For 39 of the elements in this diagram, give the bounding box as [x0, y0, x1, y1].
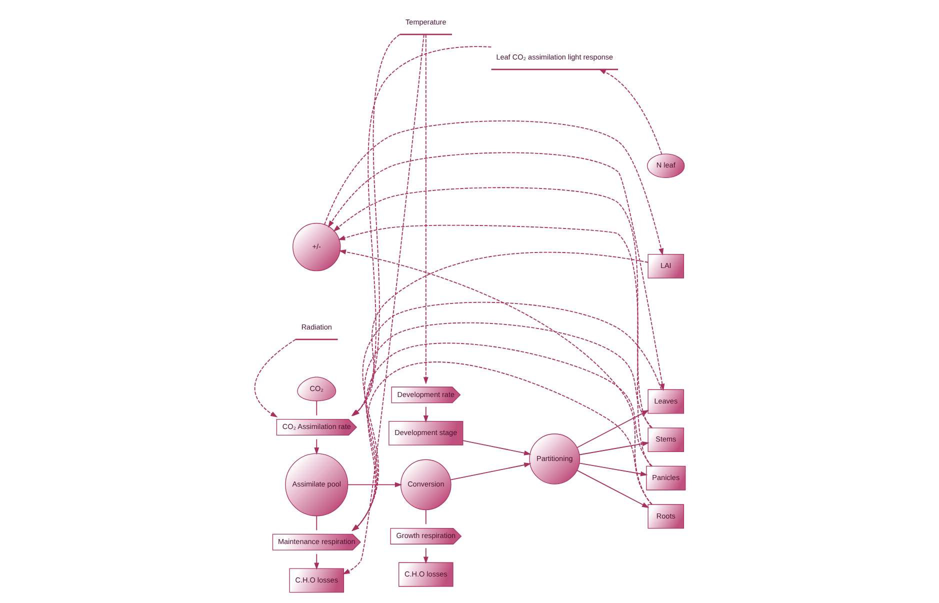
arrow [314, 438, 319, 455]
arrow [422, 34, 428, 384]
node-text: Temperature [405, 17, 446, 26]
node-circle: Conversion [400, 459, 451, 510]
arrow [598, 68, 662, 155]
node-box: Stems [647, 428, 684, 452]
arrow [324, 120, 664, 256]
connector [424, 510, 426, 525]
arrow [254, 339, 296, 418]
node-box: LAI [647, 254, 684, 278]
arrow [332, 187, 652, 428]
connector [316, 516, 317, 531]
node-box: C.H.O losses [398, 562, 453, 587]
node-text: Leaf CO₂ assimilation light response [496, 52, 613, 62]
arrow [352, 46, 492, 416]
arrow [346, 482, 402, 488]
arrow [422, 548, 428, 564]
node-box: Panicles [646, 466, 686, 490]
arrow [342, 34, 424, 574]
arrow [338, 249, 652, 505]
arrow [578, 441, 649, 456]
arrow [327, 152, 664, 391]
node-circle: Partitioning [528, 434, 580, 484]
arrow [462, 440, 531, 456]
arrow [450, 462, 531, 480]
node-circle: Assimilate pool [284, 453, 348, 516]
node-box: Leaves [647, 389, 684, 414]
arrow [337, 224, 652, 466]
arrow [578, 462, 648, 476]
node-ellipse: N leaf [646, 154, 684, 178]
arrow [422, 406, 428, 423]
arrow [314, 554, 319, 570]
node-box: Development stage [388, 421, 463, 446]
node-text: Radiation [300, 322, 332, 332]
node-box: C.H.O losses [288, 568, 344, 593]
node-box: Roots [647, 504, 684, 529]
arrow [576, 470, 649, 508]
connector [316, 400, 317, 416]
arrow [352, 34, 400, 416]
